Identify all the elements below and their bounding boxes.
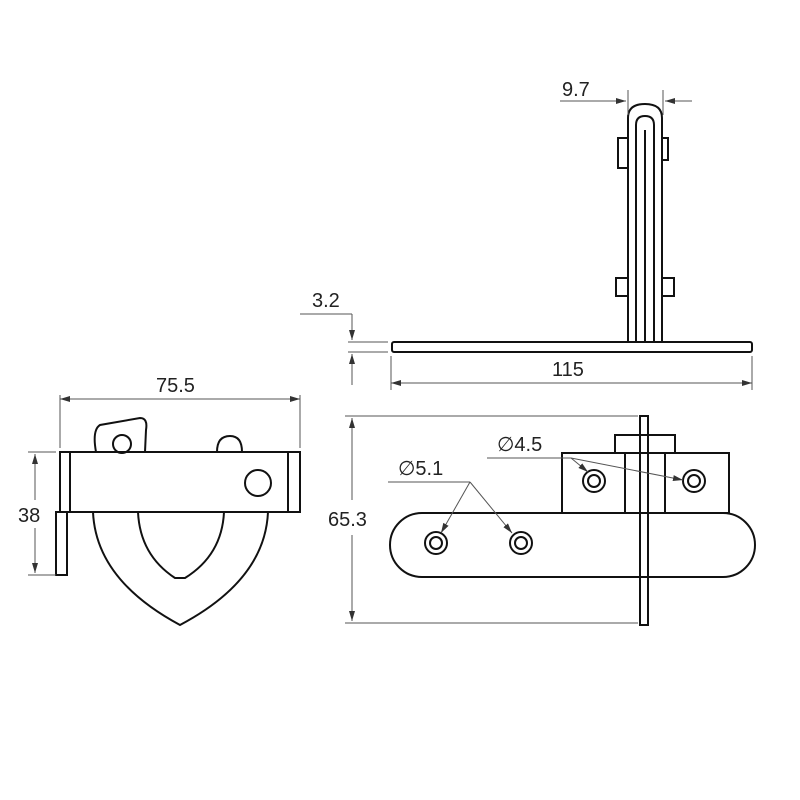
dim-thickness: 3.2: [312, 290, 340, 312]
dim-front-height: 65.3: [328, 509, 367, 531]
bracket-outer: [627, 102, 663, 342]
dim-bracket-width: 9.7: [562, 79, 590, 101]
dim-side-height: 38: [18, 505, 40, 527]
side-view: 75.5 38: [18, 375, 301, 627]
top-view: 9.7 3.2 115: [300, 79, 753, 390]
dim-side-width: 75.5: [156, 375, 195, 397]
bracket-inner: [635, 114, 655, 342]
dim-hole-small: ∅4.5: [497, 434, 542, 456]
dim-hole-large: ∅5.1: [398, 458, 443, 480]
front-view: ∅5.1 ∅4.5 65.3: [328, 415, 756, 626]
base-plate: [391, 341, 753, 353]
dim-length: 115: [552, 359, 584, 381]
